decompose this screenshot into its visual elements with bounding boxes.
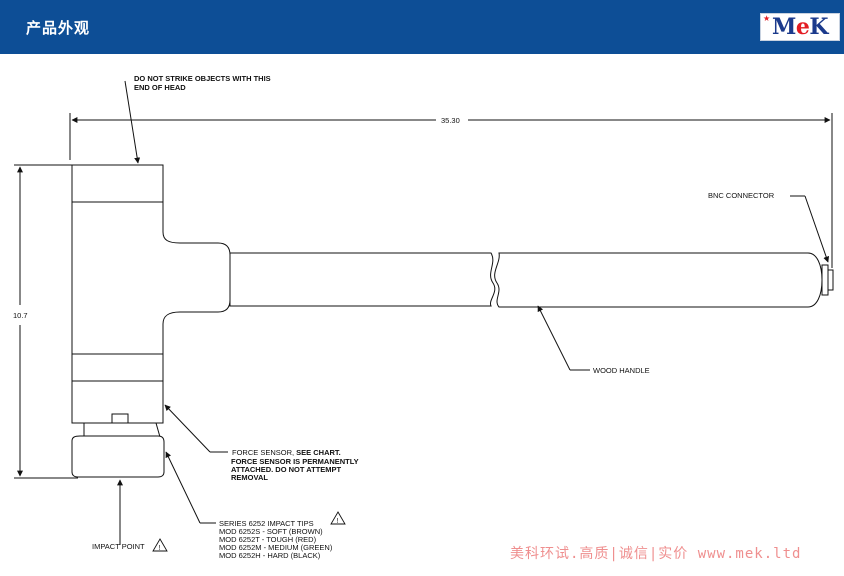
header-bar: 产品外观 ★ MeK [0,0,844,54]
impact-point-label: IMPACT POINT [92,542,145,551]
force-sensor-line3: ATTACHED. DO NOT ATTEMPT [231,465,342,474]
callout-lines [117,80,830,545]
impact-tip-medium: MOD 6252M - MEDIUM (GREEN) [219,543,333,552]
impact-tip-hard: MOD 6252H - HARD (BLACK) [219,551,321,560]
wood-handle [229,252,834,308]
force-sensor-line1: FORCE SENSOR, SEE CHART. [232,448,341,457]
mek-logo[interactable]: ★ MeK [760,13,840,41]
force-sensor-line4: REMOVAL [231,473,268,482]
svg-text:!: ! [159,545,161,552]
svg-text:!: ! [337,518,339,525]
overall-length-label: 35.30 [441,116,460,125]
strike-warning-line2: END OF HEAD [134,83,186,92]
bnc-connector-label: BNC CONNECTOR [708,191,775,200]
strike-warning-line1: DO NOT STRIKE OBJECTS WITH THIS [134,74,271,83]
watermark-text: 美科环试.高质|诚信|实价 www.mek.ltd [510,546,802,562]
page-title: 产品外观 [26,19,91,37]
impact-tip-soft: MOD 6252S - SOFT (BROWN) [219,527,323,536]
wood-handle-label: WOOD HANDLE [593,366,650,375]
warning-triangle-icon: ! [152,538,168,552]
hammer-head [71,164,231,478]
impact-tips-title: SERIES 6252 IMPACT TIPS [219,519,314,528]
warning-triangle-icon: ! [330,511,346,525]
logo-text: MeK [772,14,828,40]
dimension-length [69,113,833,268]
star-icon: ★ [763,14,771,23]
force-sensor-line2: FORCE SENSOR IS PERMANENTLY [231,457,359,466]
impact-tip-tough: MOD 6252T - TOUGH (RED) [219,535,317,544]
dimension-height [14,164,78,479]
overall-height-label: 10.7 [13,311,28,320]
